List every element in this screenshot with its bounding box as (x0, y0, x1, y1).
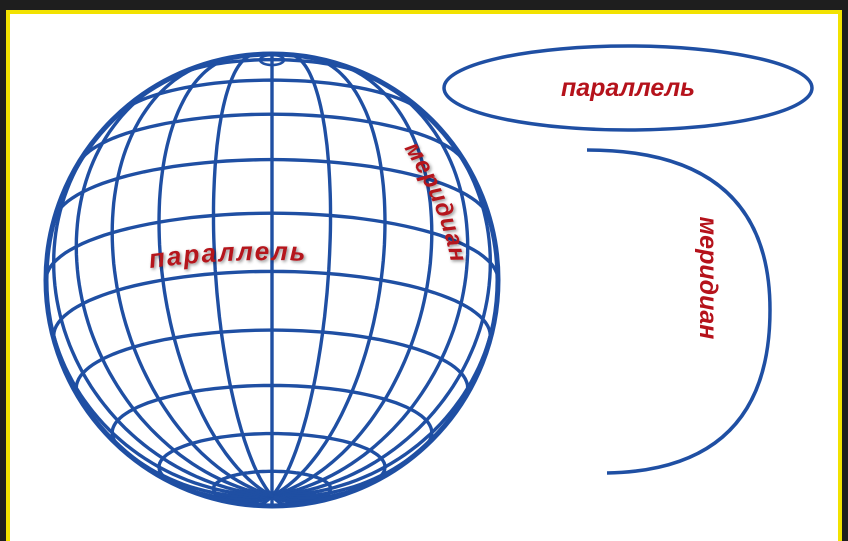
parallel-illustration: параллель (444, 46, 812, 130)
globe-meridian-line (272, 64, 432, 496)
parallel-ellipse-label: параллель (561, 74, 695, 102)
meridian-illustration: меридиан (587, 150, 770, 473)
meridian-arc (587, 150, 770, 473)
globe-meridian-line (272, 55, 331, 496)
globe-meridian-line (112, 64, 272, 496)
globe (46, 54, 498, 506)
globe-meridian-line (214, 55, 273, 496)
globe-parallel-label: параллель (147, 236, 308, 274)
meridian-arc-label: меридиан (694, 217, 722, 340)
globe-parallel-label-group: параллель (147, 236, 308, 274)
globe-parallel-label-text: параллель (147, 236, 308, 274)
